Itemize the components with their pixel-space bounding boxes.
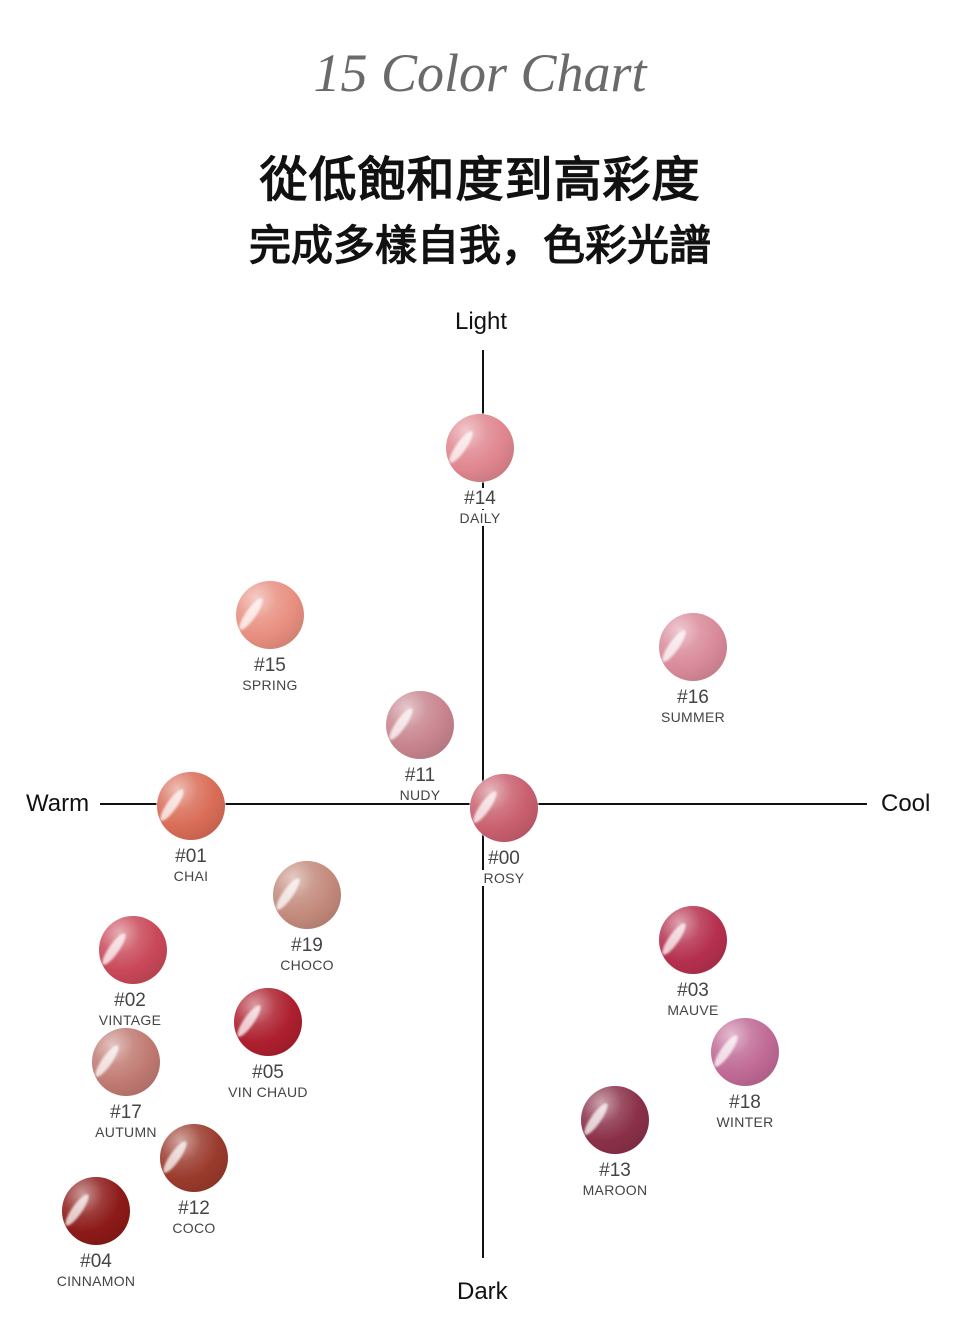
swatch-name: NUDY [397, 787, 443, 803]
swatch-code: #14 [462, 488, 498, 509]
swatch-name: COCO [172, 1220, 216, 1236]
swatch-code: #15 [254, 655, 286, 676]
swatch-name: VIN CHAUD [228, 1084, 308, 1100]
swatch-dot [659, 906, 727, 974]
axis-label-dark: Dark [457, 1278, 508, 1305]
swatch-code: #12 [178, 1198, 210, 1219]
swatch-name: CINNAMON [56, 1273, 136, 1289]
swatch-code: #03 [677, 980, 709, 1001]
swatch-dot [99, 916, 167, 984]
swatch-code: #19 [291, 935, 323, 956]
chart-title: 15 Color Chart [313, 43, 647, 103]
swatch-code: #17 [110, 1102, 142, 1123]
axis-label-warm: Warm [26, 790, 90, 817]
subtitle-line-1: 從低飽和度到高彩度 [259, 154, 701, 207]
swatch-dot [581, 1086, 649, 1154]
swatch-dot [386, 691, 454, 759]
axis-label-light: Light [455, 308, 508, 335]
swatch-name: ROSY [481, 870, 527, 886]
swatch-name: AUTUMN [95, 1124, 157, 1140]
swatch-code: #16 [677, 687, 709, 708]
swatch-dot [659, 613, 727, 681]
swatch-code: #00 [486, 848, 522, 869]
swatch-code: #02 [114, 990, 146, 1011]
swatch-dot [711, 1018, 779, 1086]
swatch-dot [157, 772, 225, 840]
swatch-name: MAROON [582, 1182, 648, 1198]
swatch-dot [446, 414, 514, 482]
swatch-code: #13 [599, 1160, 631, 1181]
axis-label-cool: Cool [881, 790, 931, 817]
swatch-dot [92, 1028, 160, 1096]
swatch-name: MAUVE [667, 1002, 719, 1018]
swatch-code: #05 [252, 1062, 284, 1083]
swatch-name: DAILY [457, 510, 503, 526]
swatch-dot [273, 861, 341, 929]
swatch-dot [236, 581, 304, 649]
swatch-name: CHAI [173, 868, 209, 884]
swatch-code: #18 [729, 1092, 761, 1113]
swatch-code: #11 [404, 765, 436, 786]
swatch-dot [62, 1177, 130, 1245]
swatch-name: SPRING [242, 677, 298, 693]
swatch-dot [234, 988, 302, 1056]
swatch-name: SUMMER [660, 709, 726, 725]
swatch-dot [470, 774, 538, 842]
swatch-code: #04 [80, 1251, 112, 1272]
swatch-name: VINTAGE [98, 1012, 162, 1028]
subtitle-line-2: 完成多樣自我，色彩光譜 [248, 222, 711, 269]
swatch-code: #01 [175, 846, 207, 867]
swatch-name: CHOCO [280, 957, 334, 973]
swatch-dot [160, 1124, 228, 1192]
swatch-name: WINTER [716, 1114, 774, 1130]
